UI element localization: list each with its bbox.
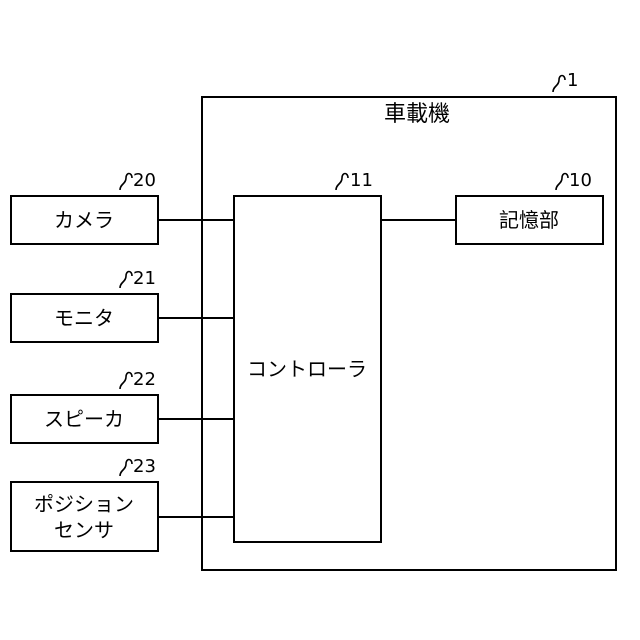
controller-label: コントローラ xyxy=(247,357,367,381)
monitor-ref-leader xyxy=(120,272,132,289)
camera-ref-leader xyxy=(120,174,132,191)
position-sensor-label-line1: ポジション xyxy=(34,492,134,516)
position-sensor-label-line2: センサ xyxy=(54,518,114,542)
speaker-label: スピーカ xyxy=(44,407,124,431)
device-ref: 1 xyxy=(567,70,578,91)
controller-ref: 11 xyxy=(350,170,373,191)
storage-label: 記憶部 xyxy=(499,208,559,232)
position-sensor-ref-leader xyxy=(120,460,132,477)
camera-ref: 20 xyxy=(133,170,156,191)
monitor-ref: 21 xyxy=(133,268,156,289)
speaker-ref-leader xyxy=(120,373,132,390)
storage-ref: 10 xyxy=(569,170,592,191)
speaker-ref: 22 xyxy=(133,369,156,390)
monitor-label: モニタ xyxy=(54,306,114,330)
device-label: 車載機 xyxy=(384,102,450,127)
camera-label: カメラ xyxy=(54,208,114,232)
device-ref-leader xyxy=(553,76,565,93)
position-sensor-ref: 23 xyxy=(133,456,156,477)
